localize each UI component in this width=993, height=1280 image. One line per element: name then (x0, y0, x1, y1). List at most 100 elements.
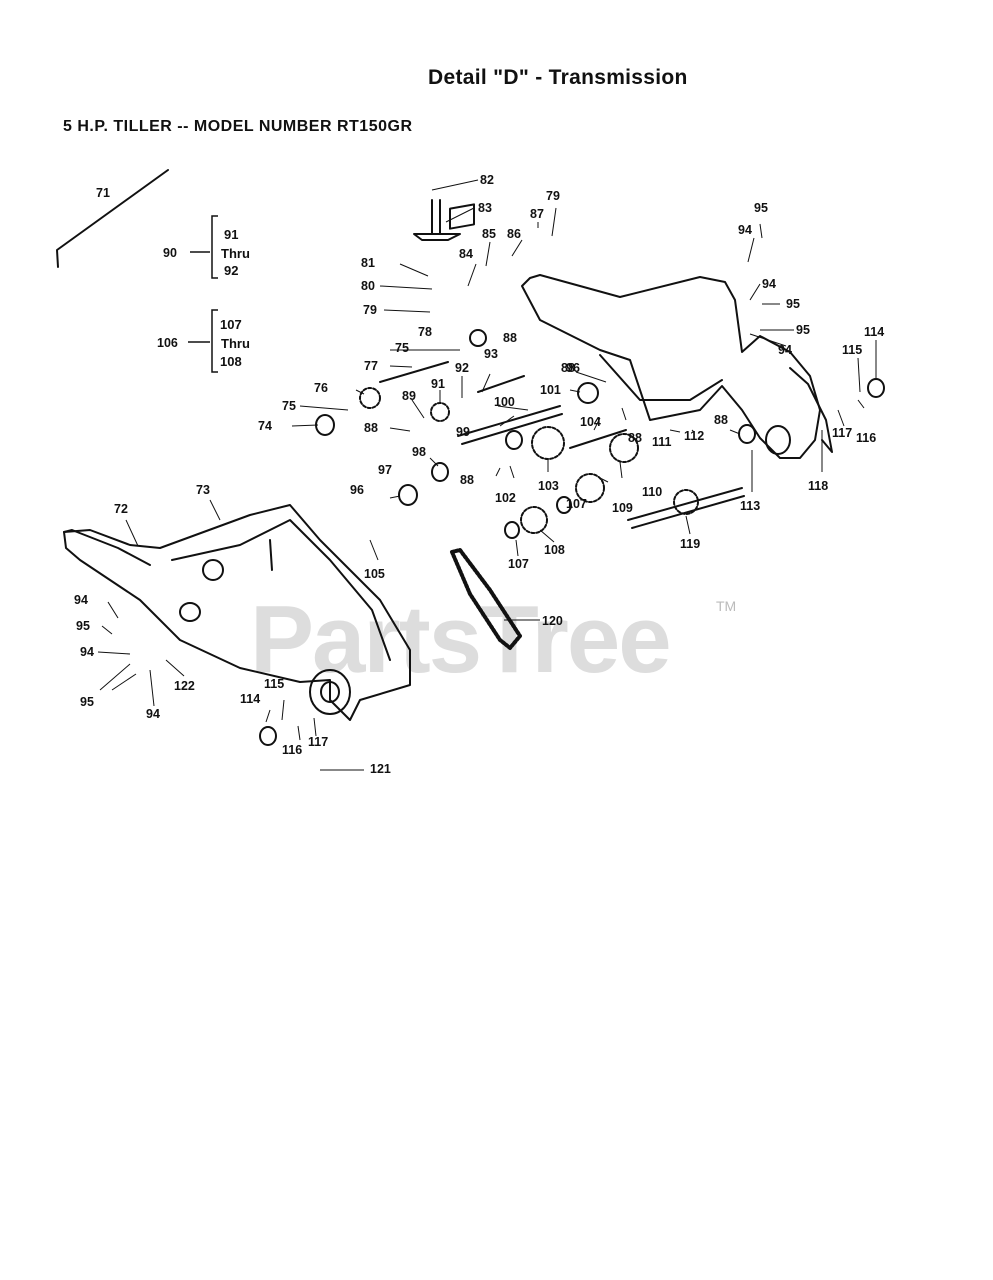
callout-102: 102 (495, 491, 516, 505)
callout-94a: 94 (738, 223, 752, 237)
callout-79a: 79 (546, 189, 560, 203)
left-pulley-hub-inner (320, 681, 340, 703)
left-housing-plate (63, 504, 411, 721)
callout-83: 83 (478, 201, 492, 215)
part-97-bushing (398, 484, 418, 506)
callout-91: 91 (431, 377, 445, 391)
callout-115a: 115 (842, 343, 862, 357)
left-bearing-hole-2 (179, 602, 201, 622)
callout-80: 80 (361, 279, 375, 293)
part-84-block (449, 203, 475, 230)
group-90-line-3: 92 (224, 263, 238, 278)
callout-95e: 95 (80, 695, 94, 709)
callout-96b: 96 (350, 483, 364, 497)
group-106-line-2: Thru (221, 336, 250, 351)
callout-114a: 114 (864, 325, 884, 339)
callout-84: 84 (459, 247, 473, 261)
callout-115b: 115 (264, 677, 284, 691)
callout-79b: 79 (363, 303, 377, 317)
part-93-shaft (477, 375, 525, 393)
part-119-shaft (627, 487, 743, 521)
callout-95d: 95 (76, 619, 90, 633)
callouts: 71 72 73 74 75 75 76 77 78 79 79 80 81 8… (74, 173, 884, 776)
callout-88d: 88 (714, 413, 728, 427)
callout-77: 77 (364, 359, 378, 373)
callout-96a: 96 (566, 361, 580, 375)
right-housing-plate (521, 274, 821, 459)
callout-109: 109 (612, 501, 633, 515)
callout-82: 82 (480, 173, 494, 187)
model-subtitle: 5 H.P. TILLER -- MODEL NUMBER RT150GR (63, 118, 413, 135)
group-106: 106 107 Thru 108 (157, 317, 250, 369)
callout-81: 81 (361, 256, 375, 270)
right-plate-flange (789, 367, 833, 453)
callout-114b: 114 (240, 692, 260, 706)
callout-75b: 75 (395, 341, 409, 355)
callout-88a: 88 (503, 331, 517, 345)
callout-76: 76 (314, 381, 328, 395)
callout-117b: 117 (308, 735, 328, 749)
right-plate-inner (599, 354, 723, 401)
callout-71: 71 (96, 186, 110, 200)
callout-107b: 107 (508, 557, 529, 571)
callout-117a: 117 (832, 426, 852, 440)
callout-92: 92 (455, 361, 469, 375)
left-plate-flange (63, 529, 151, 566)
group-106-line-3: 108 (220, 354, 242, 369)
left-plate-inner (171, 519, 391, 661)
callout-85: 85 (482, 227, 496, 241)
group-90-id: 90 (163, 246, 177, 260)
callout-111: 111 (652, 435, 672, 449)
diagram-title: Detail "D" - Transmission (428, 66, 688, 89)
group-90-line-2: Thru (221, 246, 250, 261)
callout-88c: 88 (628, 431, 642, 445)
part-108-sprocket (520, 506, 548, 534)
callout-105: 105 (364, 567, 385, 581)
callout-88e: 88 (460, 473, 474, 487)
group-106-bracket (211, 309, 218, 373)
callout-122: 122 (174, 679, 195, 693)
part-120-belt (450, 548, 522, 650)
callout-98: 98 (412, 445, 426, 459)
part-74-bushing (315, 414, 335, 436)
callout-100: 100 (494, 395, 515, 409)
callout-118: 118 (808, 479, 828, 493)
callout-86: 86 (507, 227, 521, 241)
callout-103: 103 (538, 479, 559, 493)
callout-88f: 88 (561, 361, 575, 375)
part-83-bracket (413, 199, 461, 241)
watermark: PartsTree (250, 586, 670, 693)
group-90-bracket (211, 215, 218, 279)
callout-74: 74 (258, 419, 272, 433)
part-99-shaft (457, 405, 561, 437)
leader-lines (97, 179, 877, 771)
callout-101: 101 (540, 383, 561, 397)
part-102-bushing (505, 430, 523, 450)
callout-94c: 94 (778, 343, 792, 357)
part-104-shaft (569, 429, 627, 449)
part-99-shaft-b (461, 413, 563, 445)
callout-75a: 75 (282, 399, 296, 413)
callout-87: 87 (530, 207, 544, 221)
callout-116b: 116 (282, 743, 302, 757)
part-119-shaft-b (631, 495, 745, 529)
callout-95c: 95 (796, 323, 810, 337)
part-109-sprocket (575, 473, 605, 503)
callout-78: 78 (418, 325, 432, 339)
part-103-sprocket (531, 426, 565, 460)
callout-97: 97 (378, 463, 392, 477)
part-113-bushing (738, 424, 756, 444)
part-114-cap-right (867, 378, 885, 398)
left-bearing-hole (202, 559, 224, 581)
part-71-handle (56, 169, 169, 268)
part-77-shaft (379, 361, 449, 383)
part-101-bushing (577, 382, 599, 404)
callout-104: 104 (580, 415, 601, 429)
group-106-line-1: 107 (220, 317, 242, 332)
callout-116a: 116 (856, 431, 876, 445)
callout-113: 113 (740, 499, 760, 513)
part-78-bushing (469, 329, 487, 347)
part-119-sprocket (673, 489, 699, 515)
part-98-bushing (431, 462, 449, 482)
callout-94f: 94 (146, 707, 160, 721)
